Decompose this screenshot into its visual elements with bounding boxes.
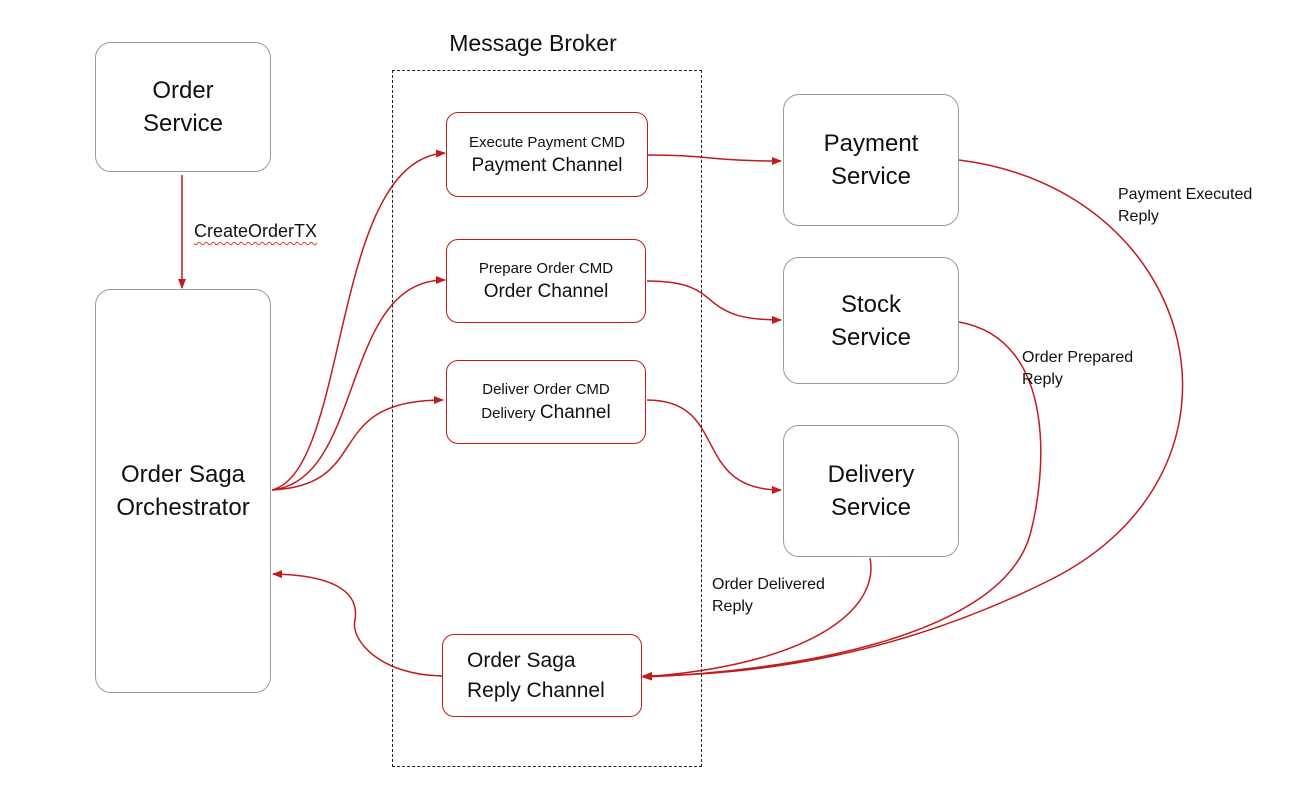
edge-stock-reply bbox=[642, 321, 1042, 681]
order-channel-name: Order Channel bbox=[483, 281, 609, 302]
payment-channel-cmd: Execute Payment CMD bbox=[469, 133, 625, 151]
reply-channel-line1: Order Saga bbox=[467, 648, 576, 672]
stock-service-line1: Stock bbox=[840, 290, 902, 318]
edge-payment-channel-to-payment-service bbox=[647, 154, 782, 165]
delivery-reply-line1: Order Delivered bbox=[712, 576, 825, 593]
orchestrator-line1: Order Saga bbox=[120, 461, 246, 488]
delivery-channel-box[interactable]: Deliver Order CMD Delivery Channel bbox=[446, 360, 646, 444]
edge-delivery-reply bbox=[642, 557, 872, 681]
edge-reply-to-orchestrator bbox=[272, 570, 443, 677]
stock-reply-line2: Reply bbox=[1022, 371, 1063, 388]
reply-channel-line2: Reply Channel bbox=[467, 678, 605, 702]
stock-reply-line1: Order Prepared bbox=[1022, 349, 1134, 366]
payment-service-line1: Payment bbox=[823, 130, 919, 157]
order-saga-reply-channel-box[interactable]: Order Saga Reply Channel bbox=[442, 634, 642, 717]
delivery-service-line1: Delivery bbox=[827, 461, 915, 488]
edge-orchestrator-to-payment-channel bbox=[271, 149, 446, 491]
order-prepared-reply-label: Order Prepared Reply bbox=[1022, 347, 1133, 391]
payment-reply-line2: Reply bbox=[1118, 208, 1159, 225]
order-channel-box[interactable]: Prepare Order CMD Order Channel bbox=[446, 239, 646, 323]
payment-reply-line1: Payment Executed bbox=[1118, 186, 1253, 203]
edge-payment-reply bbox=[642, 159, 1184, 680]
order-service-line2: Service bbox=[142, 110, 224, 137]
order-service-box[interactable]: Order Service bbox=[95, 42, 271, 172]
payment-channel-box[interactable]: Execute Payment CMD Payment Channel bbox=[446, 112, 648, 197]
edge-orchestrator-to-delivery-channel bbox=[271, 396, 444, 491]
delivery-channel-cmd: Deliver Order CMD bbox=[482, 381, 610, 398]
delivery-channel-name-suffix: Channel bbox=[539, 402, 611, 423]
order-service-line1: Order bbox=[152, 77, 214, 104]
order-saga-orchestrator-box[interactable]: Order Saga Orchestrator bbox=[95, 289, 271, 693]
order-delivered-reply-label: Order Delivered Reply bbox=[712, 574, 825, 618]
delivery-reply-line2: Reply bbox=[712, 598, 753, 615]
delivery-channel-name: Delivery Channel bbox=[481, 401, 610, 425]
stock-service-line2: Service bbox=[830, 323, 912, 351]
payment-channel-name: Payment Channel bbox=[471, 154, 623, 176]
message-broker-title: Message Broker bbox=[449, 30, 617, 56]
orchestrator-line2: Orchestrator bbox=[116, 494, 250, 521]
payment-service-line2: Service bbox=[830, 163, 912, 190]
message-broker-boundary bbox=[392, 70, 702, 767]
create-order-tx-label: CreateOrderTX bbox=[194, 221, 318, 241]
order-channel-cmd: Prepare Order CMD bbox=[478, 260, 614, 277]
delivery-service-box[interactable]: Delivery Service bbox=[783, 425, 959, 557]
delivery-channel-name-prefix: Delivery bbox=[481, 405, 536, 422]
stock-service-box[interactable]: Stock Service bbox=[783, 257, 959, 384]
edge-delivery-channel-to-delivery-service bbox=[646, 399, 782, 494]
edge-orchestrator-to-order-channel bbox=[271, 276, 446, 491]
payment-executed-reply-label: Payment Executed Reply bbox=[1118, 184, 1252, 228]
delivery-service-line2: Service bbox=[830, 494, 912, 521]
edge-order-channel-to-stock-service bbox=[646, 280, 782, 324]
payment-service-box[interactable]: Payment Service bbox=[783, 94, 959, 226]
